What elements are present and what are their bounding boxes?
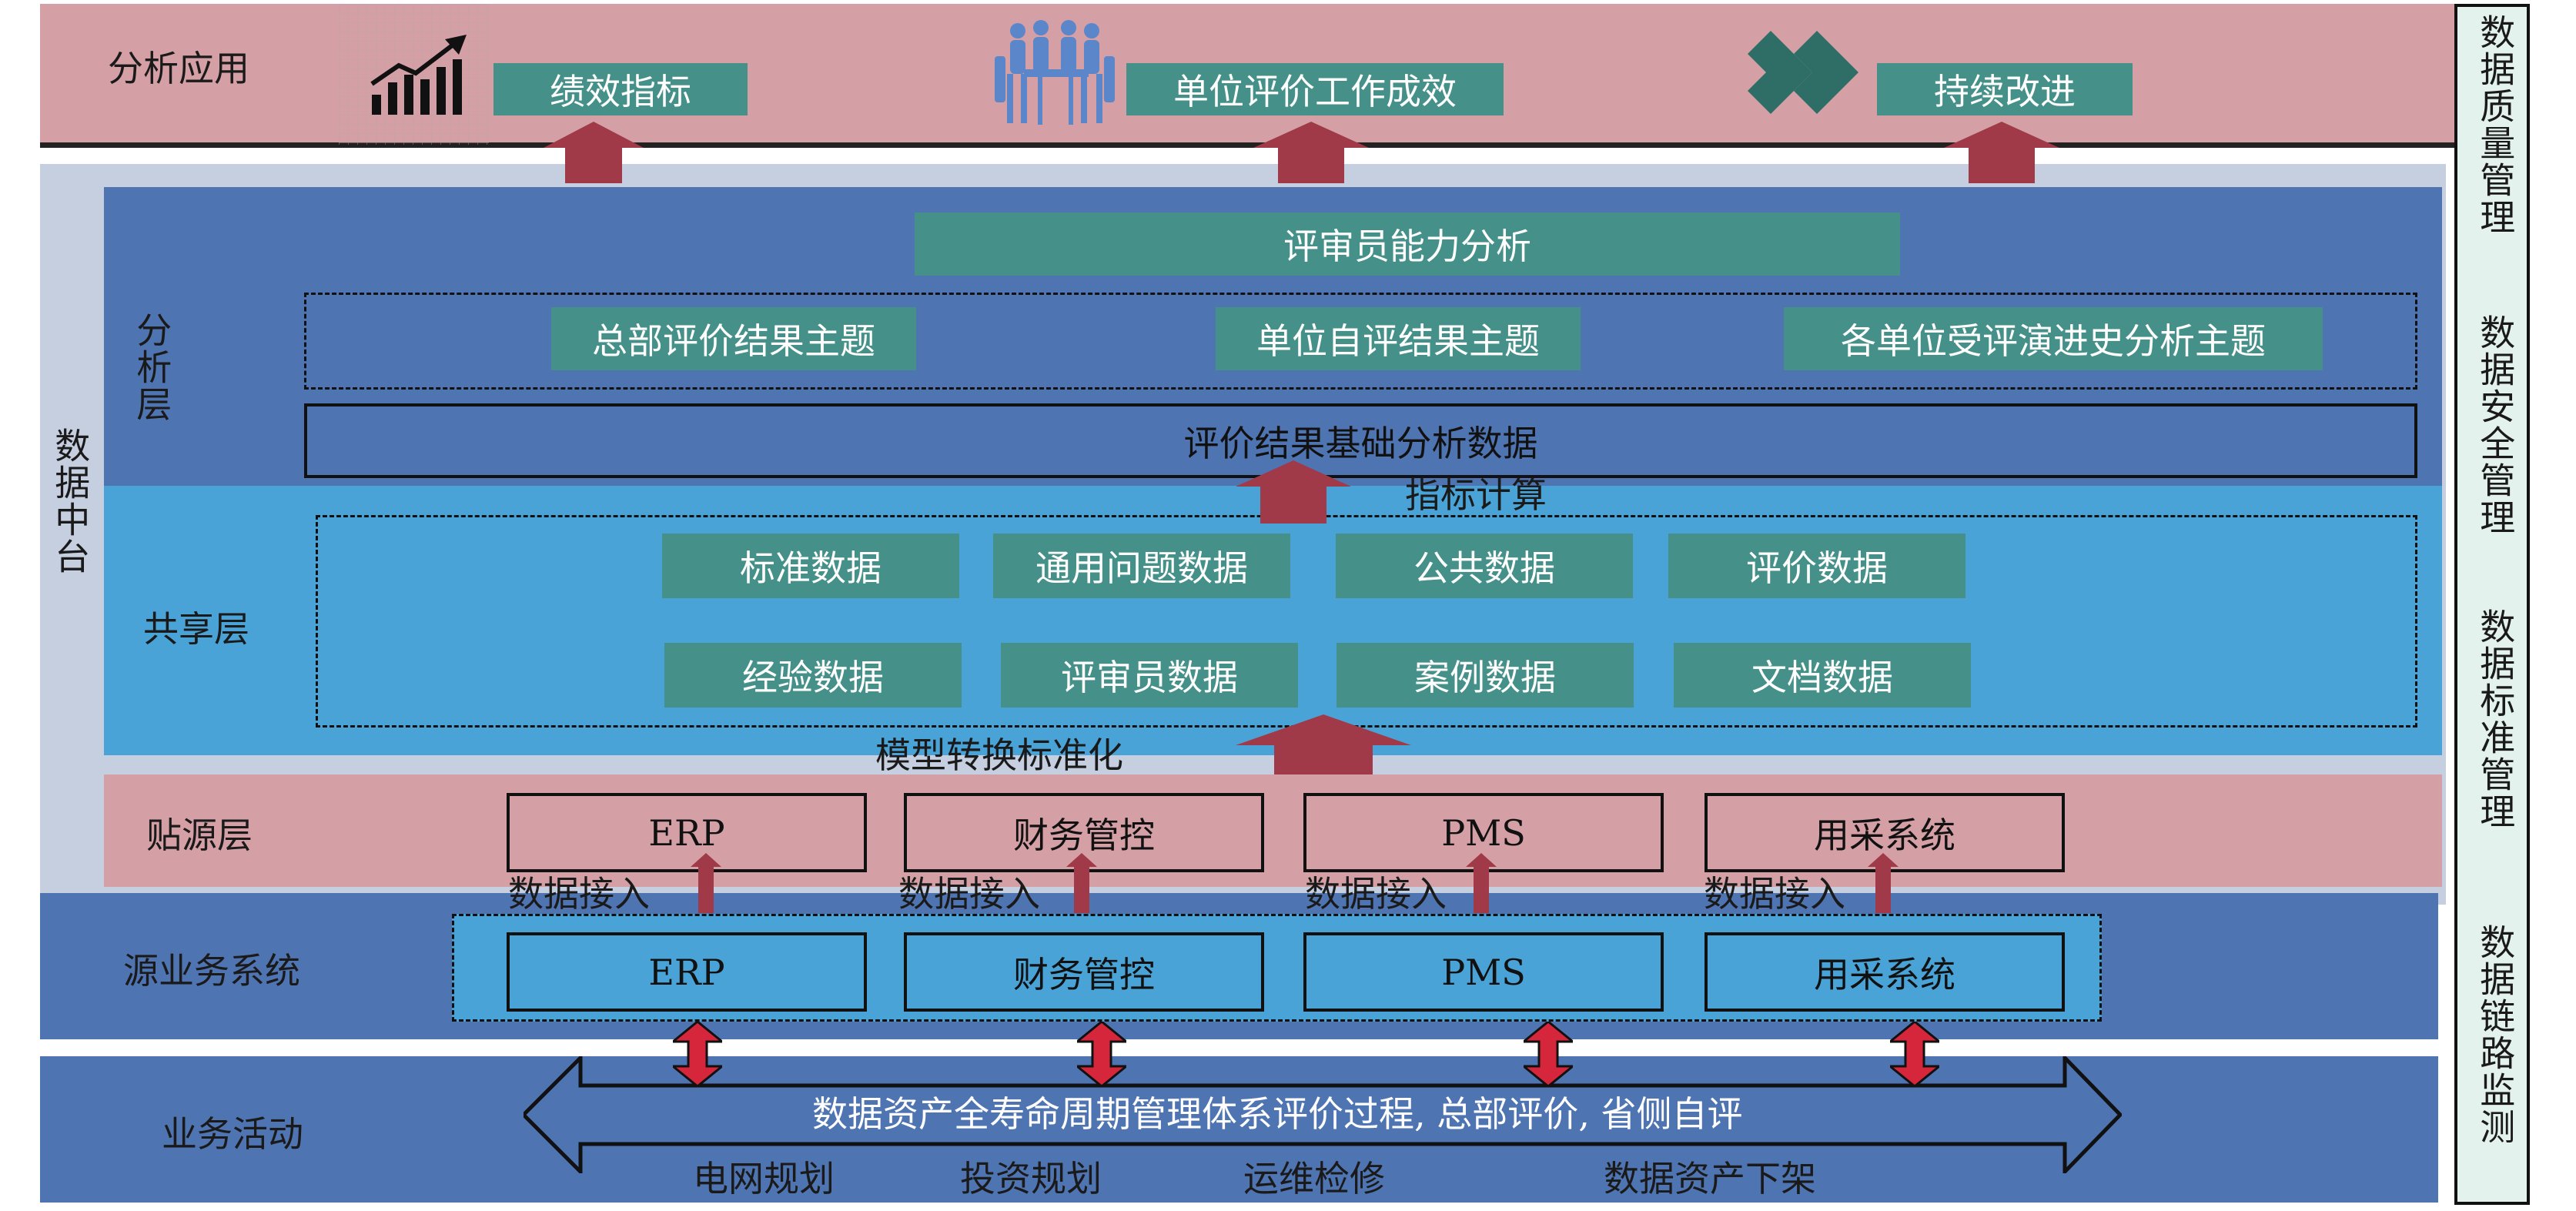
shared-document-data: 文档数据 <box>1674 643 1971 708</box>
analysis-app-label: 分析应用 <box>108 48 249 89</box>
app-item-performance: 绩效指标 <box>493 63 748 115</box>
stage-asset-retirement: 数据资产下架 <box>1604 1158 1816 1199</box>
data-access-label-1: 数据接入 <box>508 873 650 915</box>
stage-grid-planning: 电网规划 <box>693 1158 835 1199</box>
theme-unit-self-evaluation: 单位自评结果主题 <box>1216 307 1581 370</box>
data-access-label-4: 数据接入 <box>1704 873 1845 915</box>
shared-common-issue-data: 通用问题数据 <box>993 534 1290 598</box>
data-access-label-2: 数据接入 <box>898 873 1040 915</box>
app-item-continuous-improvement: 持续改进 <box>1877 63 2133 115</box>
indicator-calc-label: 指标计算 <box>1405 474 1547 516</box>
source-business-erp: ERP <box>507 932 867 1012</box>
model-transform-label: 模型转换标准化 <box>875 734 1123 776</box>
source-business-frame <box>452 914 2102 1022</box>
analysis-app-divider <box>40 142 2456 148</box>
theme-unit-history: 各单位受评演进史分析主题 <box>1784 307 2323 370</box>
up-arrow-access-1 <box>691 853 721 913</box>
process-double-arrow <box>524 1056 2122 1173</box>
data-access-label-3: 数据接入 <box>1305 873 1447 915</box>
analysis-base-data-box: 评价结果基础分析数据 <box>304 403 2417 478</box>
double-arrow-1 <box>673 1022 722 1086</box>
shared-reviewer-data: 评审员数据 <box>1001 643 1298 708</box>
source-business-label: 源业务系统 <box>123 950 300 992</box>
up-arrow-performance <box>544 122 644 183</box>
chevron-arrow-icon <box>1748 31 1871 135</box>
process-text: 数据资产全寿命周期管理体系评价过程, 总部评价, 省侧自评 <box>812 1093 1743 1135</box>
up-arrow-access-2 <box>1066 853 1097 913</box>
shared-layer-label: 共享层 <box>143 608 249 650</box>
meeting-people-icon <box>993 14 1116 129</box>
source-business-pms: PMS <box>1303 932 1664 1012</box>
double-arrow-4 <box>1890 1022 1939 1086</box>
shared-public-data: 公共数据 <box>1336 534 1633 598</box>
bar-chart-trend-icon <box>339 4 489 145</box>
stage-operations-maintenance: 运维检修 <box>1243 1158 1385 1199</box>
double-arrow-2 <box>1077 1022 1126 1086</box>
up-arrow-indicator-calc <box>1236 460 1351 524</box>
source-business-yongcai: 用采系统 <box>1705 932 2065 1012</box>
up-arrow-improvement <box>1944 122 2059 183</box>
up-arrow-unit-evaluation <box>1253 122 1369 183</box>
shared-data-frame <box>316 515 2417 728</box>
source-business-finance: 财务管控 <box>904 932 1264 1012</box>
double-arrow-3 <box>1524 1022 1573 1086</box>
governance-column <box>2454 4 2530 1205</box>
analysis-top-item: 评审员能力分析 <box>915 212 1900 276</box>
up-arrow-access-3 <box>1466 853 1497 913</box>
shared-experience-data: 经验数据 <box>664 643 962 708</box>
analysis-layer-label: 分析层 <box>131 312 173 423</box>
business-activity-label: 业务活动 <box>162 1113 303 1155</box>
shared-layer-panel <box>104 486 2442 755</box>
up-arrow-access-4 <box>1868 853 1899 913</box>
shared-evaluation-data: 评价数据 <box>1668 534 1965 598</box>
governance-quality: 数据质量管理 <box>2474 14 2517 236</box>
app-item-unit-evaluation: 单位评价工作成效 <box>1126 63 1504 115</box>
analysis-base-data-text: 评价结果基础分析数据 <box>1183 422 1538 464</box>
governance-security: 数据安全管理 <box>2474 314 2517 536</box>
shared-standard-data: 标准数据 <box>662 534 959 598</box>
governance-link-monitoring: 数据链路监测 <box>2474 924 2517 1146</box>
theme-hq-evaluation: 总部评价结果主题 <box>551 307 916 370</box>
stage-investment-planning: 投资规划 <box>960 1158 1102 1199</box>
source-layer-label-text: 贴源层 <box>146 815 253 856</box>
up-arrow-model-transform <box>1236 714 1411 774</box>
data-middle-platform-label: 数据中台 <box>49 427 92 575</box>
source-layer-panel <box>104 774 2442 887</box>
source-layer-erp: ERP <box>507 793 867 872</box>
governance-standard: 数据标准管理 <box>2474 608 2517 830</box>
shared-case-data: 案例数据 <box>1337 643 1634 708</box>
analysis-themes-frame <box>304 293 2417 390</box>
